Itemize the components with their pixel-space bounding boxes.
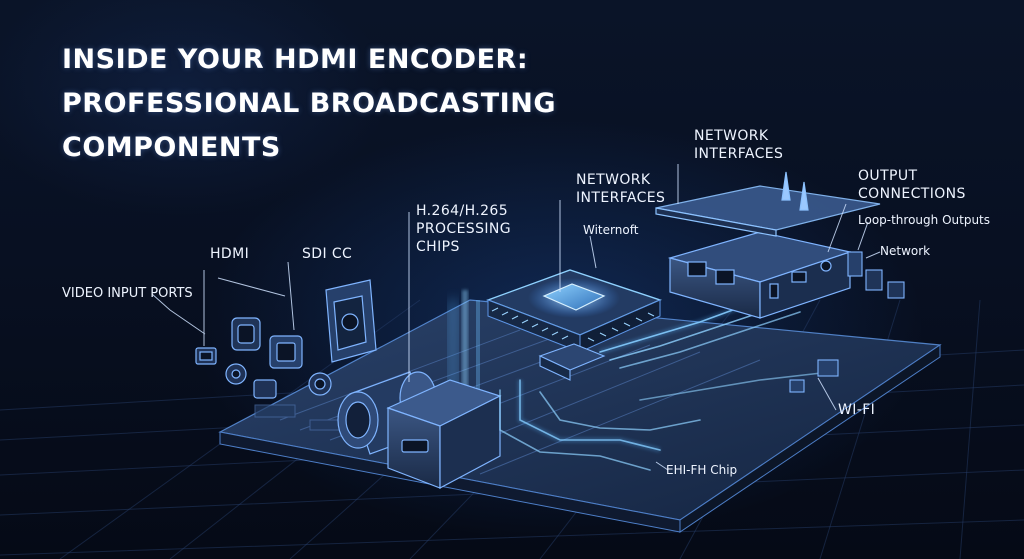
- trace-glow: [517, 297, 761, 453]
- label-processing-line-2: PROCESSING: [416, 221, 512, 237]
- sdi-module: [325, 279, 377, 363]
- label-sdi-cc: SDI CC: [302, 246, 353, 262]
- label-processing-line-3: CHIPS: [416, 239, 460, 255]
- page-title-line-3: COMPONENTS: [62, 132, 281, 163]
- label-network-interfaces-left-line-2: INTERFACES: [576, 190, 666, 206]
- label-video-input-ports: VIDEO INPUT PORTS: [62, 286, 193, 301]
- side-modules: [789, 251, 905, 393]
- label-network: Network: [880, 244, 931, 258]
- label-processing-line-1: H.264/H.265: [416, 203, 509, 219]
- network-enclosure: [667, 231, 853, 319]
- leader-lines: [151, 164, 881, 471]
- label-ehi-fh-chip: EHI-FH Chip: [666, 463, 738, 477]
- processing-chip: [485, 269, 662, 353]
- secondary-chip: [538, 343, 606, 381]
- light-beams: [448, 290, 480, 460]
- hdmi-block: [386, 379, 502, 489]
- label-hdmi: HDMI: [210, 246, 250, 262]
- label-witernoft: Witernoft: [583, 223, 639, 237]
- page-title-line-1: INSIDE YOUR HDMI ENCODER:: [62, 44, 529, 75]
- label-network-interfaces-top-line-1: NETWORK: [694, 128, 769, 144]
- label-output-connections-line-1: OUTPUT: [858, 168, 918, 184]
- label-wifi: WI-FI: [838, 402, 876, 418]
- lid-plate: [655, 171, 881, 237]
- page-title-line-2: PROFESSIONAL BROADCASTING: [62, 88, 556, 119]
- label-network-interfaces-left-line-1: NETWORK: [576, 172, 651, 188]
- label-output-connections-line-2: CONNECTIONS: [858, 186, 966, 202]
- label-loop-through-outputs: Loop-through Outputs: [858, 213, 991, 227]
- video-input-ports: [195, 317, 332, 399]
- label-network-interfaces-top-line-2: INTERFACES: [694, 146, 784, 162]
